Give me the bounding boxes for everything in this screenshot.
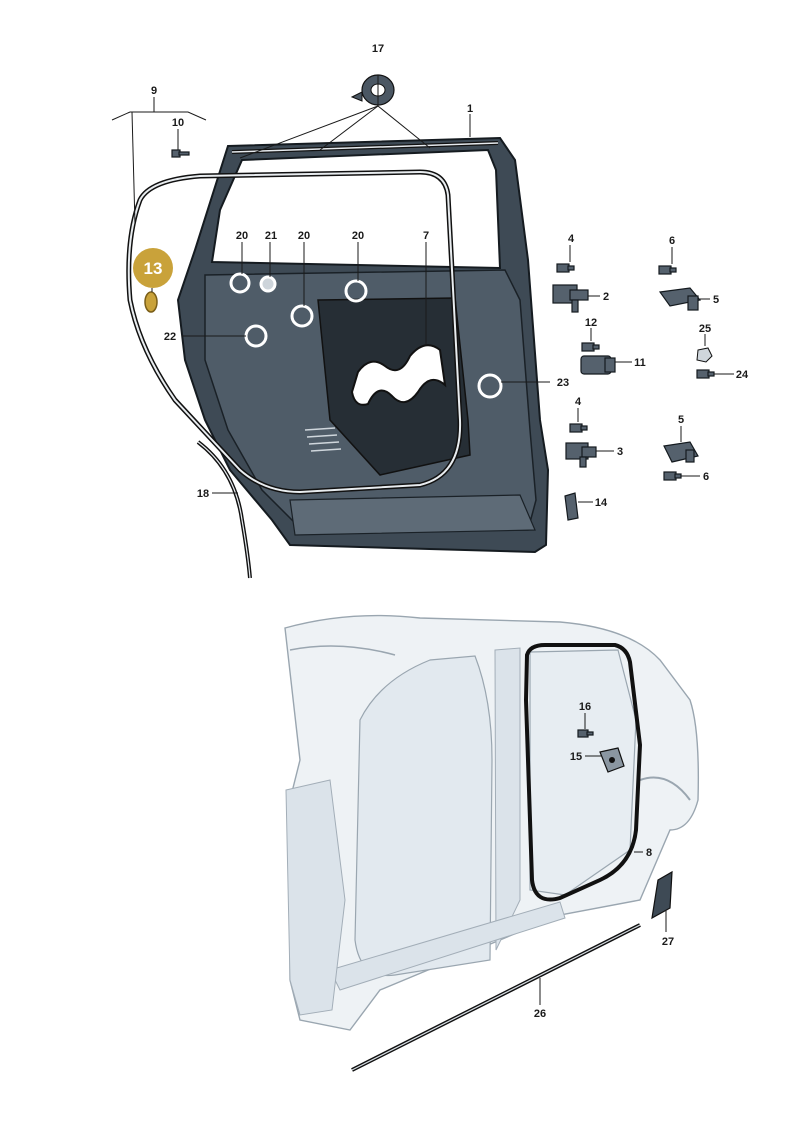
leader-lines (111, 75, 734, 1005)
callout-16[interactable]: 16 (579, 701, 591, 713)
callout-9[interactable]: 9 (151, 85, 157, 97)
window-frame-seal-highlight (231, 142, 499, 153)
callout-26[interactable]: 26 (534, 1008, 546, 1020)
callout-labels: 17 1 9 10 20 21 20 20 7 22 23 18 4 2 6 5… (151, 43, 749, 1020)
highlight-badge[interactable] (133, 248, 173, 288)
car-body-side (284, 614, 700, 1031)
hinge-bracket-5b[interactable] (663, 441, 699, 463)
striker-15[interactable] (599, 747, 625, 773)
callout-23[interactable]: 23 (557, 377, 569, 389)
plug-ring-23[interactable] (477, 373, 503, 399)
bolt-4a[interactable] (556, 263, 575, 273)
plug-21[interactable] (259, 275, 277, 293)
callout-27[interactable]: 27 (662, 936, 674, 948)
door-opening-seal-8[interactable] (523, 643, 643, 902)
sill-strip-26-highlight (351, 924, 641, 1071)
plug-ring-20c[interactable] (344, 279, 368, 303)
callout-15[interactable]: 15 (570, 751, 582, 763)
bolt-24[interactable] (696, 369, 715, 379)
tape-roll-17[interactable] (350, 74, 395, 106)
screw-16[interactable] (577, 729, 594, 738)
callout-20a[interactable]: 20 (236, 230, 248, 242)
callout-13-highlight[interactable]: 13 (133, 248, 173, 292)
callout-14[interactable]: 14 (595, 497, 608, 509)
insulation-pad[interactable] (350, 344, 447, 406)
callout-1[interactable]: 1 (467, 103, 473, 115)
callout-18[interactable]: 18 (197, 488, 209, 500)
callout-4a[interactable]: 4 (568, 233, 575, 245)
callout-24[interactable]: 24 (736, 369, 749, 381)
callout-17[interactable]: 17 (372, 43, 384, 55)
callout-21[interactable]: 21 (265, 230, 277, 242)
bolt-12[interactable] (581, 342, 600, 352)
callout-3[interactable]: 3 (617, 446, 623, 458)
callout-12[interactable]: 12 (585, 317, 597, 329)
door-check-11[interactable] (580, 355, 616, 375)
plug-ring-20b[interactable] (290, 304, 314, 328)
callout-20b[interactable]: 20 (298, 230, 310, 242)
callout-10[interactable]: 10 (172, 117, 184, 129)
bolt-4b[interactable] (569, 423, 588, 433)
hinge-2[interactable] (552, 284, 589, 313)
callout-22[interactable]: 22 (164, 331, 176, 343)
bolt-6b[interactable] (663, 471, 682, 481)
callout-5a[interactable]: 5 (713, 294, 719, 306)
hinge-3[interactable] (565, 442, 597, 468)
callout-4b[interactable]: 4 (575, 396, 582, 408)
callout-7[interactable]: 7 (423, 230, 429, 242)
bolt-6a[interactable] (658, 265, 677, 275)
trim-piece-27[interactable] (651, 870, 673, 920)
outer-seal-strip-highlight (197, 441, 251, 579)
screw-10[interactable] (171, 149, 190, 158)
bumper-14[interactable] (564, 492, 579, 521)
callout-5b[interactable]: 5 (678, 414, 684, 426)
hinge-bracket-5a[interactable] (658, 287, 702, 311)
door-seal-highlight (127, 170, 462, 494)
plug-ring-20a[interactable] (229, 272, 251, 294)
callout-6b[interactable]: 6 (703, 471, 709, 483)
plug-13[interactable] (144, 291, 158, 313)
nut-25[interactable] (696, 347, 713, 363)
callout-11[interactable]: 11 (634, 357, 646, 369)
callout-20c[interactable]: 20 (352, 230, 364, 242)
callout-8[interactable]: 8 (646, 847, 652, 859)
callout-13[interactable]: 13 (144, 259, 163, 278)
callout-2[interactable]: 2 (603, 291, 609, 303)
callout-25[interactable]: 25 (699, 323, 711, 335)
callout-6a[interactable]: 6 (669, 235, 675, 247)
